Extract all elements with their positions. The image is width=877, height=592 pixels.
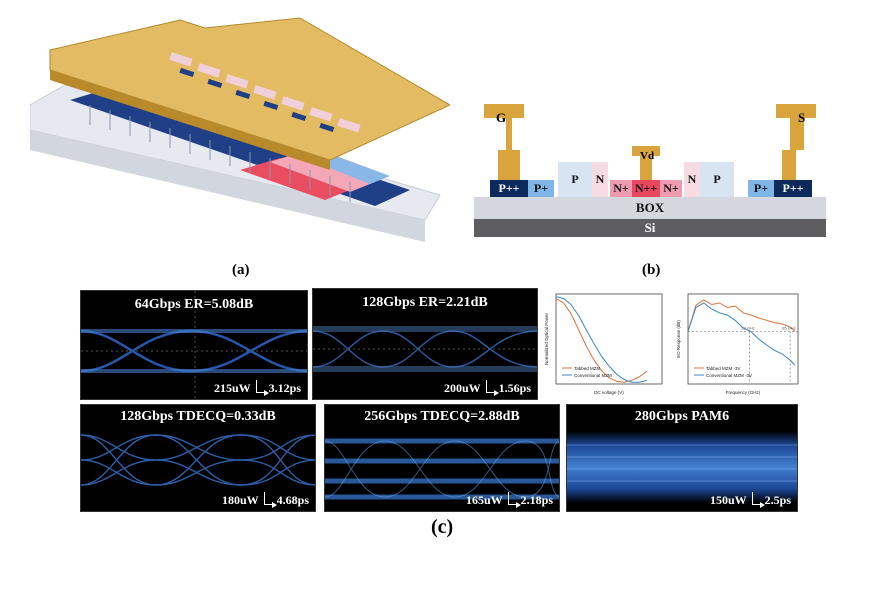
y-axis-label: Normalized Optical Power [544, 312, 549, 365]
legend-label: Tabbed MZM [574, 366, 601, 371]
scale-arrow-icon [751, 492, 765, 508]
y-axis-label: EO Response (dB) [676, 320, 681, 358]
annotation-label: 39 GHz [741, 326, 755, 331]
si-substrate-layer: Si [474, 219, 826, 237]
eye-title: 256Gbps TDECQ=2.88dB [364, 409, 520, 424]
series-line-1 [555, 296, 648, 383]
eye-title: 128Gbps TDECQ=0.33dB [120, 409, 276, 424]
legend-label: Conventional MZM -3V [706, 373, 752, 378]
region-n-plus-left: N+ [610, 180, 632, 197]
eo-response-chart: Tabbed MZM -3V Conventional MZM -3V Freque… [672, 288, 804, 400]
plot-frame [555, 293, 663, 385]
series-line-1 [687, 302, 796, 366]
eye-title: 128Gbps ER=2.21dB [362, 295, 488, 310]
device-3d-figure [29, 10, 452, 260]
x-axis-label: Frequency (GHz) [726, 390, 761, 395]
dc-transfer-chart: Tabbed MZM Conventional MZM DC voltage (V)… [540, 288, 668, 400]
scale-arrow-icon [485, 380, 499, 396]
region-n-plus-right: N+ [660, 180, 682, 197]
series-line-0 [687, 299, 796, 332]
region-p-plus-right: P+ [748, 180, 774, 197]
box-layer: BOX [474, 197, 826, 219]
plot-frame [687, 293, 799, 385]
electrode-g-label: G [496, 110, 507, 125]
scale-arrow-icon [255, 380, 269, 396]
region-p-plus-left: P+ [528, 180, 554, 197]
region-n-plus-plus: N++ [632, 180, 660, 197]
series-line-0 [555, 298, 648, 383]
panel-a-caption: (a) [232, 262, 250, 278]
electrode-vd-label: Vd [640, 150, 655, 162]
region-p-plus-plus-right: P++ [774, 180, 812, 197]
scale-arrow-icon [263, 492, 277, 508]
legend-label: Conventional MZM [574, 373, 612, 378]
region-p-left: P [558, 162, 592, 197]
region-p-plus-plus-left: P++ [490, 180, 528, 197]
electrode-s-label: S [798, 110, 806, 125]
eye-title: 280Gbps PAM6 [634, 409, 730, 424]
legend-label: Tabbed MZM -3V [706, 366, 741, 371]
annotation-label: 65 GHz [782, 326, 796, 331]
region-n-right: N [684, 162, 700, 197]
region-n-left: N [592, 162, 608, 197]
eye-title: 64Gbps ER=5.08dB [134, 297, 254, 312]
cross-section-figure: G Vd S P++ P+ P N N+ N++ N+ N P P+ P++ B… [472, 100, 828, 240]
panel-c-caption: (c) [431, 516, 454, 538]
x-axis-label: DC voltage (V) [594, 390, 624, 395]
panel-b-caption: (b) [642, 262, 661, 278]
scale-arrow-icon [507, 492, 521, 508]
region-p-right: P [700, 162, 734, 197]
